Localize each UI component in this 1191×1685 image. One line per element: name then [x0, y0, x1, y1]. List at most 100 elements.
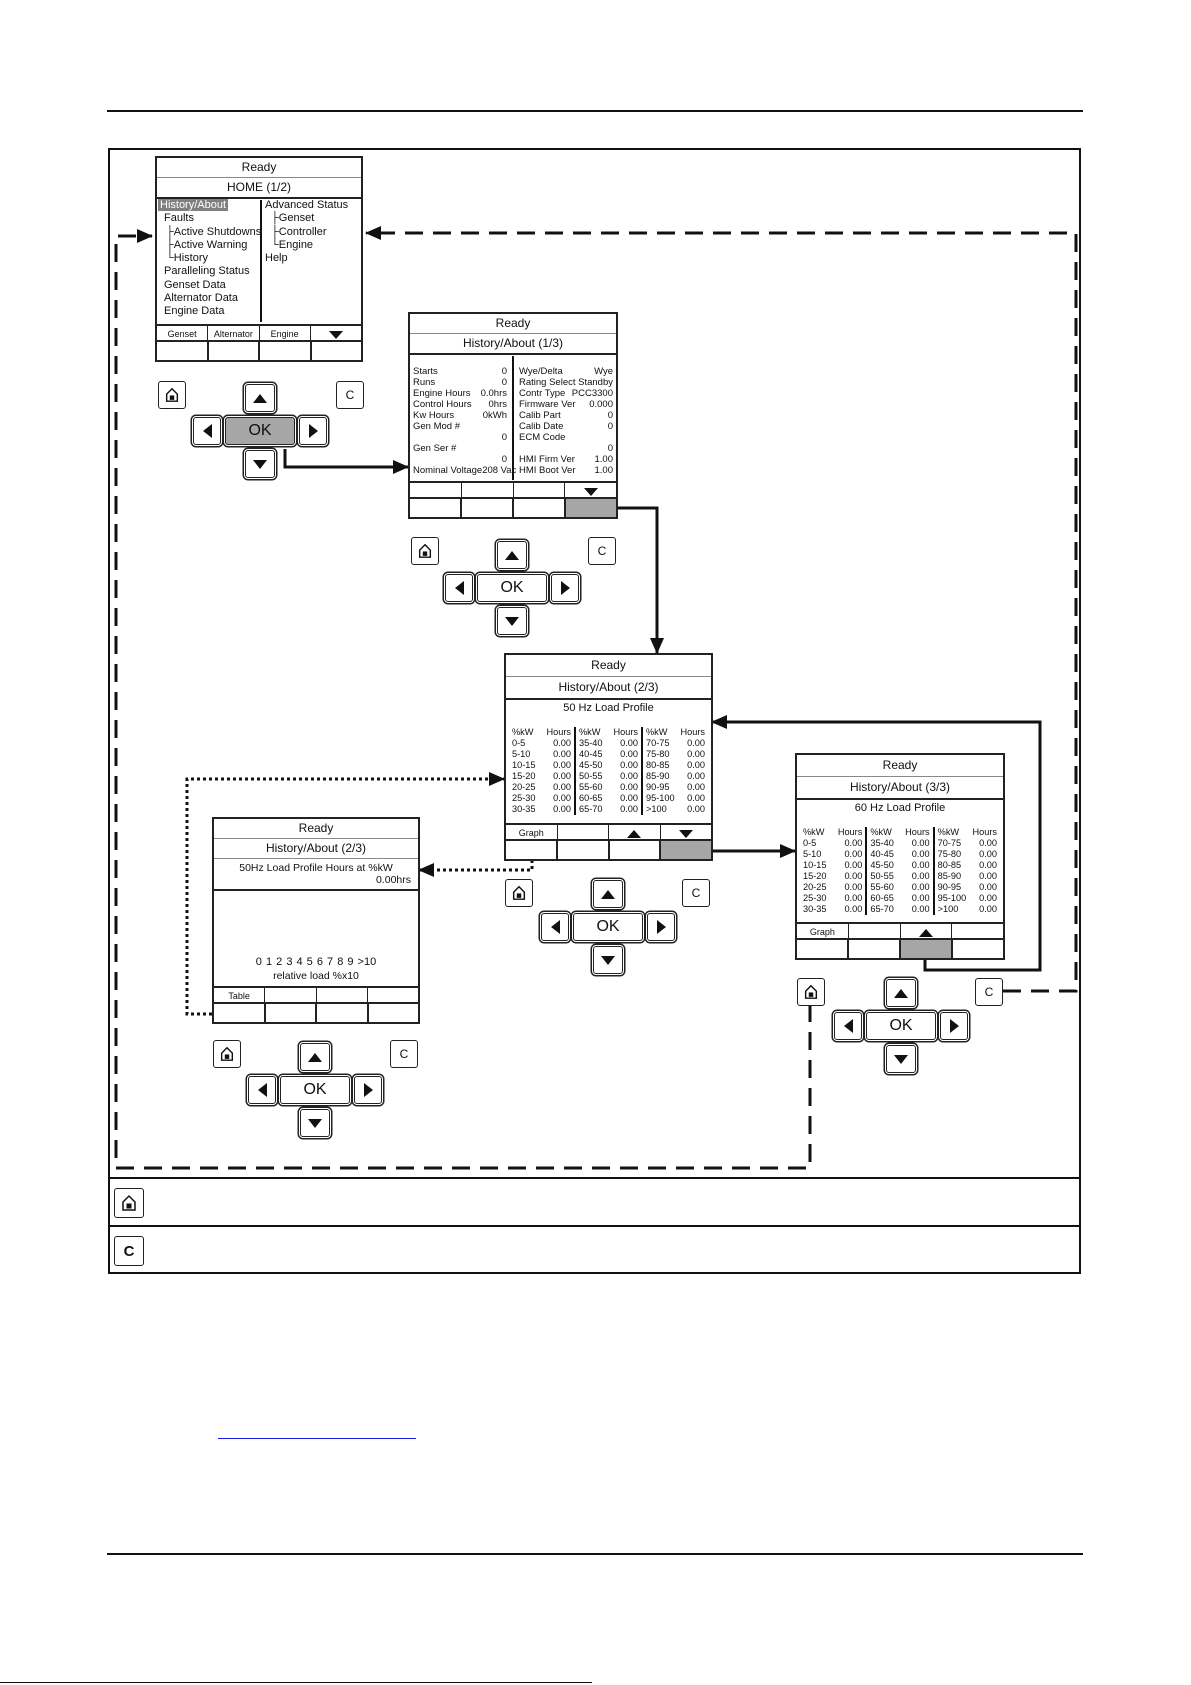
back-button[interactable]: C	[682, 879, 710, 907]
home-button[interactable]	[213, 1040, 241, 1068]
menu-item[interactable]: ├Active Warning	[158, 239, 261, 252]
softkey-2[interactable]	[264, 988, 315, 1005]
screen-title: History/About (1/3)	[410, 334, 616, 355]
softkey-2[interactable]	[847, 924, 900, 941]
ok-button[interactable]: OK	[280, 1076, 350, 1104]
softkey-down[interactable]	[309, 326, 361, 343]
hardkey-4-pressed[interactable]	[564, 499, 616, 517]
info-value: 0.0hrs	[480, 388, 507, 399]
menu-item[interactable]: ├Controller	[265, 226, 348, 239]
hardkey-3[interactable]	[512, 499, 564, 517]
ok-button[interactable]: OK	[866, 1012, 936, 1040]
home-button[interactable]	[797, 978, 825, 1006]
header-rule	[107, 110, 1083, 112]
down-button[interactable]	[593, 946, 623, 974]
right-button[interactable]	[940, 1012, 968, 1040]
hardkey-1[interactable]	[797, 940, 847, 958]
down-button[interactable]	[886, 1045, 916, 1073]
hardkey-3[interactable]	[607, 841, 660, 859]
menu-item[interactable]: Genset Data	[158, 279, 261, 292]
hardkey-1[interactable]	[214, 1004, 264, 1022]
hardkey-3[interactable]	[258, 342, 310, 360]
right-button[interactable]	[354, 1076, 382, 1104]
hardkey-4[interactable]	[366, 1004, 419, 1022]
hardkey-2[interactable]	[263, 1004, 316, 1022]
menu-item[interactable]: └Engine	[265, 239, 348, 252]
softkey-up[interactable]	[608, 825, 660, 842]
ok-button[interactable]: OK	[225, 417, 295, 445]
menu-item[interactable]: Faults	[158, 212, 261, 225]
hardkey-2[interactable]	[206, 342, 259, 360]
hardkey-3[interactable]	[315, 1004, 367, 1022]
hardkey-2[interactable]	[847, 940, 899, 958]
kw-range-cell: 65-70	[579, 804, 603, 814]
up-button[interactable]	[245, 384, 275, 412]
ok-button[interactable]: OK	[477, 574, 547, 602]
softkey-table[interactable]: Table	[228, 991, 250, 1001]
hardkey-4[interactable]	[951, 940, 1003, 958]
menu-item[interactable]: ├Active Shutdowns	[158, 226, 261, 239]
menu-item[interactable]: Paralleling Status	[158, 265, 261, 278]
softkey-graph[interactable]: Graph	[518, 828, 544, 838]
softkey-4[interactable]	[366, 988, 418, 1005]
right-arrow-icon	[363, 1083, 373, 1097]
hyperlink[interactable]	[218, 1424, 416, 1439]
menu-item[interactable]: Alternator Data	[158, 292, 261, 305]
menu-item[interactable]: Help	[265, 252, 348, 265]
kw-range-cell: 95-100	[937, 893, 967, 903]
hours-cell: 0.00	[620, 804, 638, 814]
left-button[interactable]	[541, 913, 569, 941]
back-button[interactable]: C	[975, 978, 1003, 1006]
menu-item[interactable]: ├Genset	[265, 212, 348, 225]
hardkey-2[interactable]	[555, 841, 608, 859]
menu-item[interactable]: Advanced Status	[265, 199, 348, 212]
down-button[interactable]	[497, 607, 527, 635]
menu-item[interactable]: └History	[158, 252, 261, 265]
screen-title: HOME (1/2)	[157, 178, 361, 199]
up-button[interactable]	[886, 979, 916, 1007]
up-button[interactable]	[593, 880, 623, 908]
right-button[interactable]	[647, 913, 675, 941]
left-button[interactable]	[445, 574, 473, 602]
hardkey-3-pressed[interactable]	[899, 940, 951, 958]
back-button[interactable]: C	[336, 381, 364, 409]
hours-cell: 0.00	[620, 793, 638, 803]
softkey-2[interactable]	[460, 483, 513, 500]
right-button[interactable]	[299, 417, 327, 445]
softkey-genset[interactable]: Genset	[167, 329, 197, 339]
up-button[interactable]	[300, 1043, 330, 1071]
softkey-4[interactable]	[951, 924, 1003, 941]
hardkey-4-pressed[interactable]	[659, 841, 711, 859]
back-button[interactable]: C	[588, 537, 616, 565]
menu-item[interactable]: Engine Data	[158, 305, 261, 318]
home-button[interactable]	[505, 879, 533, 907]
softkey-2[interactable]	[556, 825, 609, 842]
softkey-3[interactable]	[315, 988, 367, 1005]
softkey-engine[interactable]: Engine	[258, 326, 310, 343]
home-button[interactable]	[158, 381, 186, 409]
softkey-graph[interactable]: Graph	[809, 927, 835, 937]
softkey-3[interactable]	[512, 483, 565, 500]
tree-connector: ├	[166, 238, 174, 251]
menu-item[interactable]: History/About	[158, 199, 261, 212]
hardkey-1[interactable]	[410, 499, 460, 517]
left-button[interactable]	[834, 1012, 862, 1040]
back-button[interactable]: C	[390, 1040, 418, 1068]
hardkey-1[interactable]	[506, 841, 556, 859]
left-button[interactable]	[248, 1076, 276, 1104]
hardkey-2[interactable]	[460, 499, 512, 517]
softkey-alternator[interactable]: Alternator	[207, 326, 258, 343]
home-button[interactable]	[411, 537, 439, 565]
hardkey-1[interactable]	[157, 342, 207, 360]
hardkey-4[interactable]	[309, 342, 362, 360]
softkey-down[interactable]	[564, 483, 616, 500]
softkey-down[interactable]	[659, 825, 712, 842]
down-button[interactable]	[300, 1109, 330, 1137]
down-button[interactable]	[245, 450, 275, 478]
softkey-up[interactable]	[899, 924, 952, 941]
ok-button[interactable]: OK	[573, 913, 643, 941]
up-button[interactable]	[497, 541, 527, 569]
right-button[interactable]	[551, 574, 579, 602]
left-button[interactable]	[193, 417, 221, 445]
